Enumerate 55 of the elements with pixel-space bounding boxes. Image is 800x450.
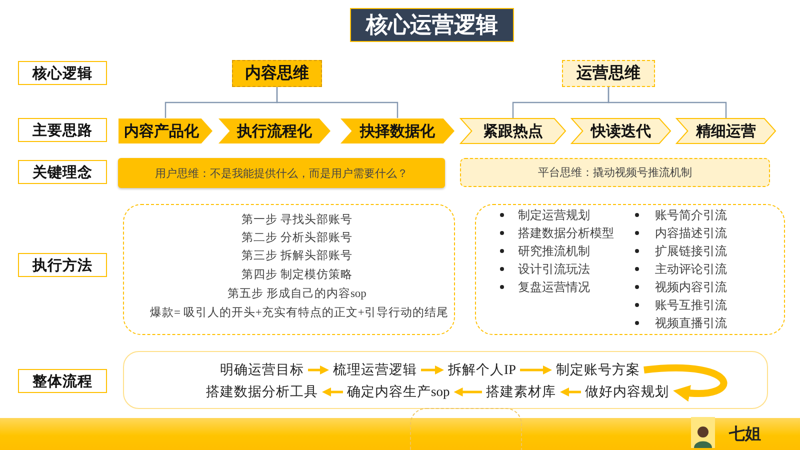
- note-text: 爆款= 吸引人的开头+充实有特点的正文+引导行动的结尾: [150, 305, 448, 321]
- list-item: 账号简介引流: [655, 207, 727, 223]
- list-item: 扩展链接引流: [655, 243, 727, 259]
- list-item: 账号互推引流: [655, 297, 727, 313]
- chevron-step: 紧跟热点: [460, 118, 566, 144]
- author-name: 七姐: [729, 425, 761, 445]
- chevron-step: 内容产品化: [118, 118, 213, 144]
- chevron-step: 执行流程化: [218, 118, 331, 144]
- flow-panel: [123, 351, 768, 409]
- chevron-step: 精细运营: [676, 118, 776, 144]
- arrow: [308, 366, 329, 374]
- key-idea-box: 用户思维：不是我能提供什么，而是用户需要什么？: [118, 158, 445, 188]
- row-label: 关键理念: [18, 160, 107, 184]
- step-text: 第一步 寻找头部账号: [242, 212, 352, 228]
- row-label: 整体流程: [18, 369, 107, 393]
- step-text: 第四步 制定模仿策略: [242, 268, 352, 283]
- list-item: 视频内容引流: [655, 279, 727, 295]
- flow-step: 梳理运营逻辑: [329, 361, 421, 379]
- category-tag: 运营思维: [562, 60, 655, 87]
- key-idea-box: 平台思维：撬动视频号推流机制: [460, 158, 770, 187]
- category-tag: 内容思维: [232, 60, 322, 87]
- row-label: 核心逻辑: [18, 61, 107, 85]
- connector-line: [276, 87, 398, 118]
- arrow: [454, 388, 482, 396]
- chevron-step: 抉择数据化: [340, 118, 455, 144]
- flow-step: 明确运营目标: [216, 361, 308, 379]
- connector-line: [608, 87, 727, 118]
- list-item: 搭建数据分析模型: [518, 225, 614, 241]
- step-text: 第五步 形成自己的内容sop: [228, 286, 366, 302]
- row-label: 执行方法: [18, 253, 107, 277]
- flow-step: 做好内容规划: [581, 383, 673, 401]
- list-item: 复盘运营情况: [518, 279, 590, 295]
- arrow: [520, 366, 552, 374]
- dashed-panel: [123, 204, 455, 335]
- dashed-panel: [475, 204, 785, 335]
- flow-step: 确定内容生产sop: [343, 383, 454, 401]
- step-text: 第三步 拆解头部账号: [242, 248, 352, 264]
- arrow: [560, 388, 581, 396]
- arrow: [421, 366, 444, 374]
- dashed-outline: [410, 408, 522, 450]
- flow-step: 搭建数据分析工具: [202, 383, 322, 401]
- list-item: 主动评论引流: [655, 261, 727, 277]
- list-item: 设计引流玩法: [518, 261, 590, 277]
- chevron-step: 快读迭代: [571, 118, 671, 144]
- list-item: 制定运营规划: [518, 207, 590, 223]
- flow-step: 制定账号方案: [552, 361, 644, 379]
- row-label: 主要思路: [18, 118, 107, 142]
- list-item: 视频直播引流: [655, 315, 727, 331]
- flow-step: 搭建素材库: [482, 383, 560, 401]
- list-item: 研究推流机制: [518, 243, 590, 259]
- step-text: 第二步 分析头部账号: [242, 230, 352, 246]
- title-banner: 核心运营逻辑: [350, 8, 514, 42]
- flow-step: 拆解个人IP: [444, 361, 520, 379]
- list-item: 内容描述引流: [655, 225, 727, 241]
- arrow: [322, 388, 343, 396]
